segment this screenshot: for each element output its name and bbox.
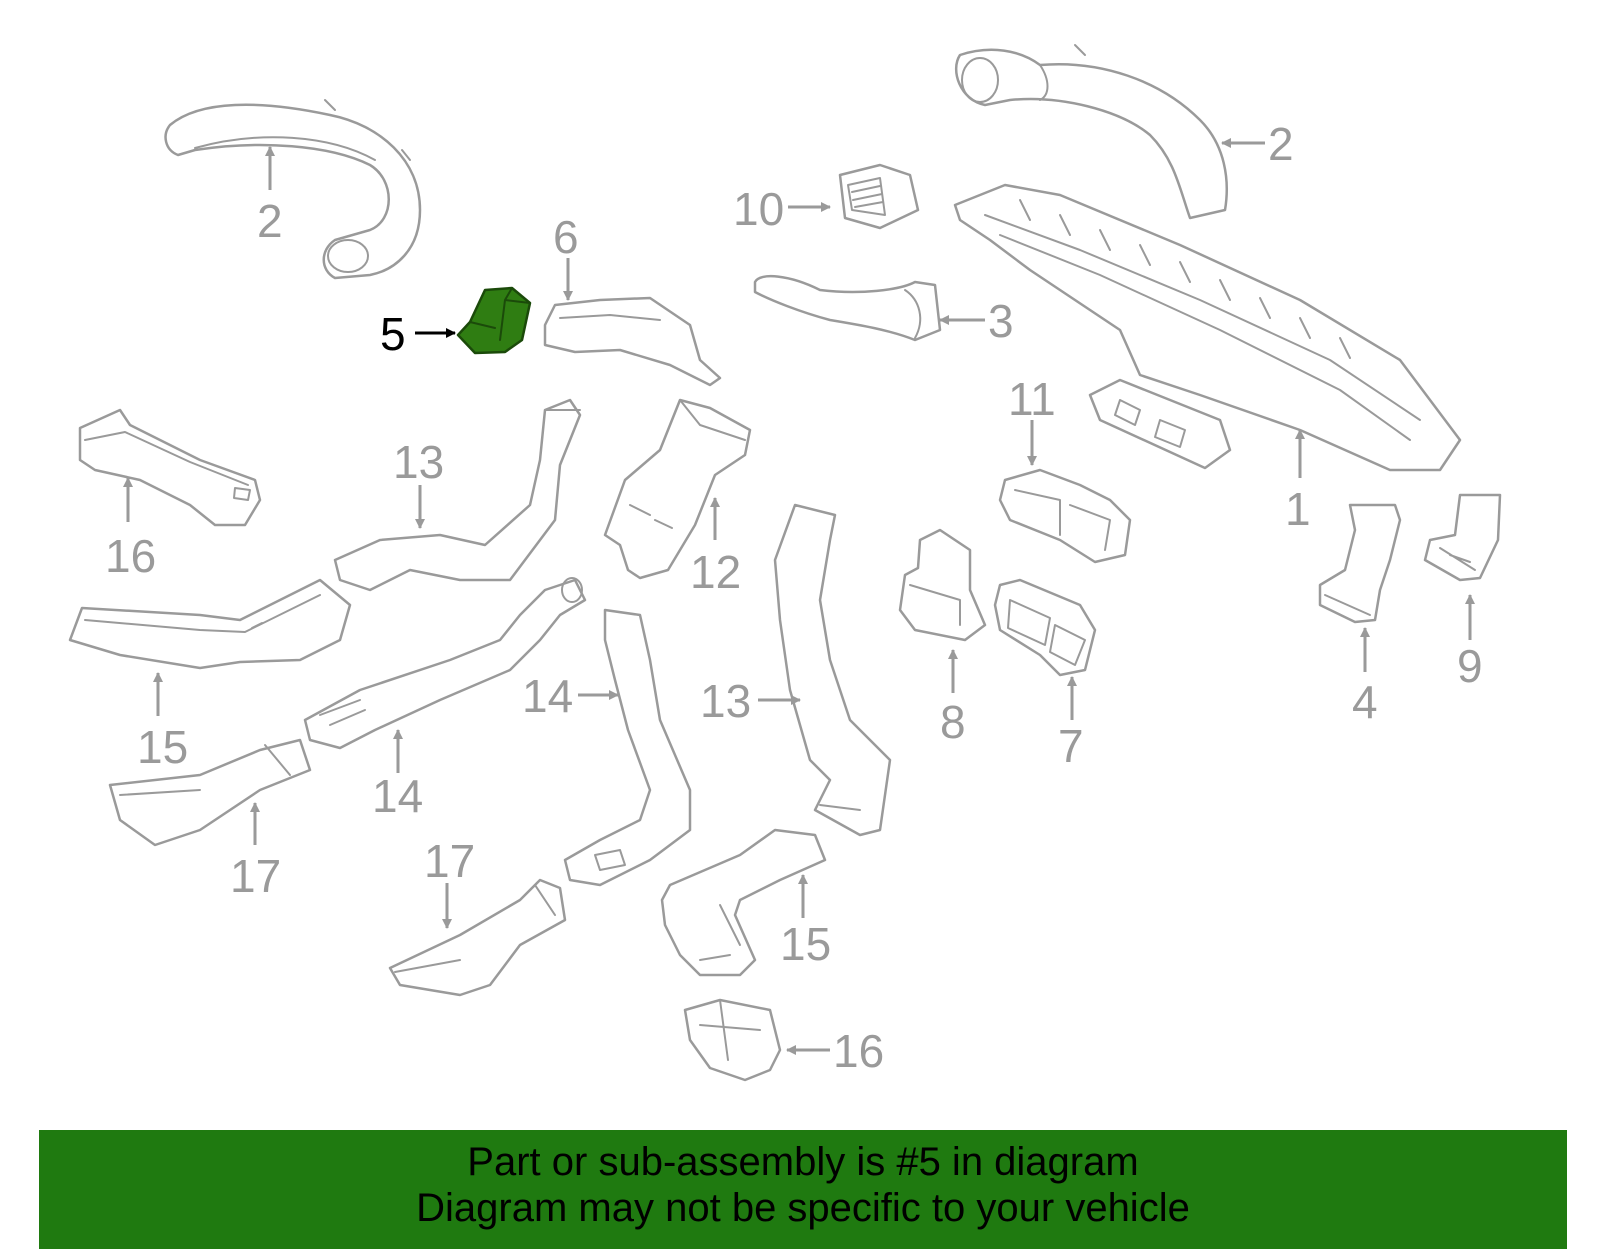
part-9-duct xyxy=(1423,493,1502,582)
part-16-center-duct xyxy=(683,998,782,1082)
part-2-right-duct xyxy=(954,44,1228,220)
callout-labels: 1 2 2 3 4 5 6 7 8 9 10 11 12 13 13 14 14… xyxy=(105,118,1483,1077)
part-8-vent xyxy=(898,528,987,642)
part-16-left-duct xyxy=(78,408,262,527)
part-15-center-duct xyxy=(660,828,827,977)
part-13-center-duct xyxy=(773,503,892,837)
callout-2-right: 2 xyxy=(1268,118,1294,170)
banner-disclaimer-text: Diagram may not be specific to your vehi… xyxy=(416,1186,1190,1230)
callout-14-left: 14 xyxy=(372,770,423,822)
parts-diagram: 1 2 2 3 4 5 6 7 8 9 10 11 12 13 13 14 14… xyxy=(68,44,1502,1082)
part-17-center-duct xyxy=(388,878,567,997)
callout-15-center: 15 xyxy=(780,918,831,970)
callout-11: 11 xyxy=(1008,373,1056,425)
part-1-dash-frame xyxy=(953,183,1462,472)
part-14-left-duct xyxy=(303,577,587,750)
part-3-duct xyxy=(753,275,942,342)
callout-6: 6 xyxy=(553,211,579,263)
callout-2-left: 2 xyxy=(257,195,283,247)
callout-3: 3 xyxy=(988,295,1014,347)
callout-7: 7 xyxy=(1058,720,1084,772)
callout-5: 5 xyxy=(380,308,406,360)
part-5-highlighted xyxy=(456,286,532,355)
callout-1: 1 xyxy=(1285,483,1311,535)
part-11-vent xyxy=(998,468,1132,564)
callout-13-center: 13 xyxy=(700,675,751,727)
callout-4: 4 xyxy=(1352,676,1378,728)
info-banner: Part or sub-assembly is #5 in diagram Di… xyxy=(39,1130,1567,1249)
part-15-left-duct xyxy=(68,578,352,670)
part-2-left-duct xyxy=(164,99,422,280)
callout-10: 10 xyxy=(733,183,784,235)
callout-arrows xyxy=(123,138,1475,1055)
part-12-duct xyxy=(603,398,752,580)
callout-8: 8 xyxy=(940,696,966,748)
part-13-left-duct xyxy=(333,398,582,592)
part-4-duct xyxy=(1318,503,1402,624)
callout-16-center: 16 xyxy=(833,1025,884,1077)
part-14-center-duct xyxy=(563,608,692,887)
part-6-duct xyxy=(543,296,722,387)
callout-12: 12 xyxy=(690,546,741,598)
banner-part-text: Part or sub-assembly is #5 in diagram xyxy=(467,1140,1139,1184)
callout-9: 9 xyxy=(1457,640,1483,692)
callout-15-left: 15 xyxy=(137,721,188,773)
callout-16-left: 16 xyxy=(105,530,156,582)
callout-13-left: 13 xyxy=(393,436,444,488)
callout-17-center: 17 xyxy=(424,835,475,887)
part-10-vent xyxy=(838,163,920,230)
part-17-left-duct xyxy=(108,738,312,847)
callout-14-center: 14 xyxy=(522,670,573,722)
callout-17-left: 17 xyxy=(230,850,281,902)
part-7-vent xyxy=(993,578,1097,677)
